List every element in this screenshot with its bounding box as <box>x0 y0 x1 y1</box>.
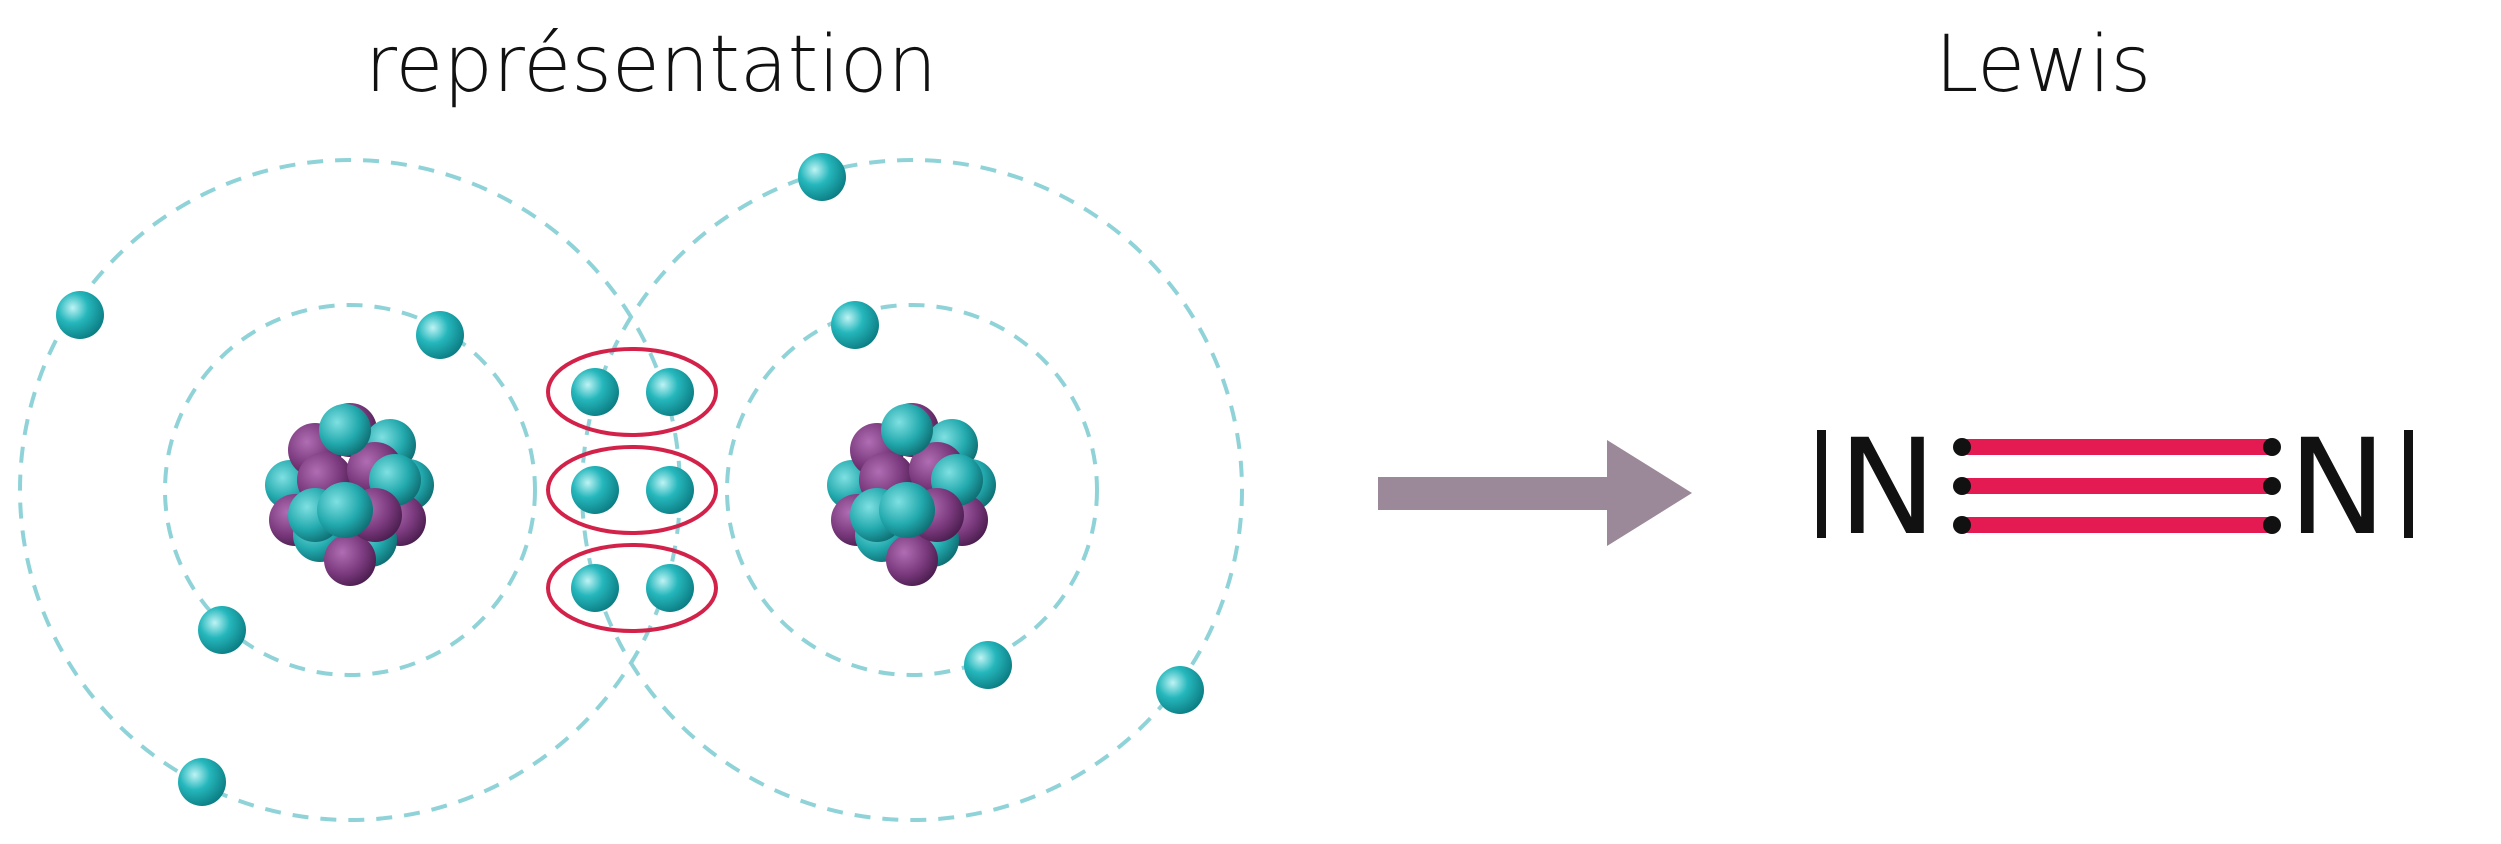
lewis-structure: N N <box>1817 411 2413 565</box>
electron-icon <box>571 564 619 612</box>
nitrogen-nucleus-icon <box>265 403 434 586</box>
electrons <box>56 153 1204 806</box>
orbit-left-inner <box>163 303 537 677</box>
nitrogen-nucleus-icon <box>827 403 996 586</box>
electron-icon <box>1156 666 1204 714</box>
orbits <box>18 158 1244 822</box>
electron-icon <box>831 301 879 349</box>
title-representation: représentation <box>365 20 938 110</box>
bond-line-2 <box>1960 478 2272 494</box>
electron-icon <box>178 758 226 806</box>
title-lewis: Lewis <box>1935 20 2152 110</box>
electron-icon <box>646 368 694 416</box>
electron-icon <box>964 641 1012 689</box>
pair-ellipse-3 <box>546 543 718 633</box>
orbit-right-inner <box>725 303 1099 677</box>
atom-right: N <box>2288 411 2387 565</box>
triple-bond <box>1953 438 2281 534</box>
shared-pairs <box>546 347 718 633</box>
pair-ellipse-1 <box>546 347 718 437</box>
electron-icon <box>56 291 104 339</box>
electron-icon <box>571 368 619 416</box>
bond-line-3 <box>1960 517 2272 533</box>
lone-pair-right <box>2404 430 2413 538</box>
bond-line-1 <box>1960 439 2272 455</box>
lone-pair-left <box>1817 430 1826 538</box>
electron-icon <box>798 153 846 201</box>
atom-left: N <box>1838 411 1937 565</box>
pair-ellipse-2 <box>546 445 718 535</box>
arrow-right-icon <box>1378 440 1692 546</box>
electron-icon <box>646 466 694 514</box>
electron-icon <box>571 466 619 514</box>
electron-icon <box>198 606 246 654</box>
electron-icon <box>646 564 694 612</box>
electron-icon <box>416 311 464 359</box>
